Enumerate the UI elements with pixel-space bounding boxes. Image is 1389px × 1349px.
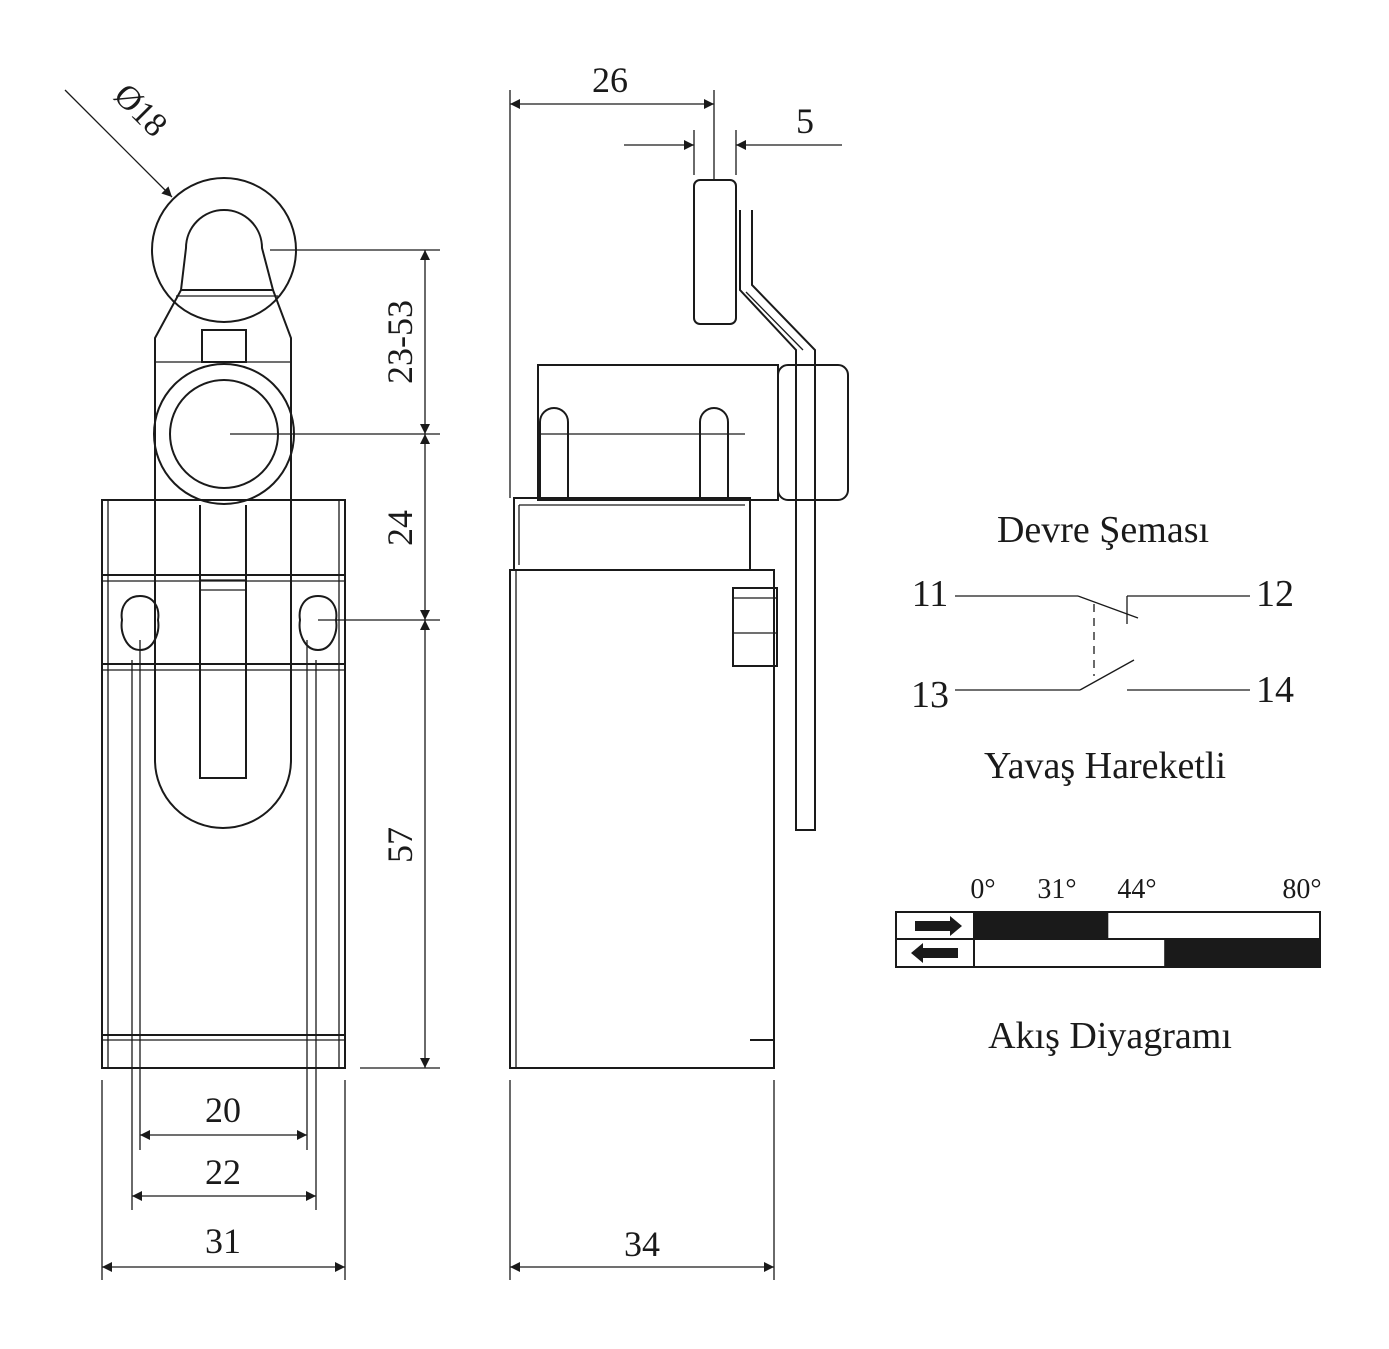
forward-contact-bar — [975, 913, 1109, 938]
forward-arrow-icon — [915, 916, 962, 936]
dimension-lines — [64, 89, 842, 1280]
front-view — [101, 177, 346, 1069]
side-lever — [739, 210, 816, 831]
housing-post-right — [699, 407, 729, 500]
flow-title: Akış Diyagramı — [988, 1015, 1232, 1057]
dim-mount-base: 57 — [380, 827, 420, 863]
dim-roller-width: 5 — [796, 101, 814, 141]
angle-80: 80° — [1282, 874, 1321, 905]
side-head — [513, 497, 751, 571]
dim-pivot-mount: 24 — [380, 510, 420, 546]
angle-0: 0° — [970, 874, 995, 905]
dim-front-width: 31 — [205, 1221, 241, 1261]
housing-post-left — [539, 407, 569, 500]
lever-arm — [154, 289, 292, 829]
lever-slot — [199, 505, 247, 779]
angle-44: 44° — [1117, 874, 1156, 905]
right-mount-slot — [298, 594, 338, 652]
terminal-13: 13 — [911, 674, 949, 716]
flow-diagram: 0° 31° 44° 80° Akış Diyagramı — [895, 874, 1322, 1057]
return-arrow-icon — [911, 943, 958, 963]
terminal-12: 12 — [1256, 573, 1294, 615]
circuit-title: Devre Şeması — [997, 509, 1209, 551]
dim-inner-holes: 20 — [205, 1090, 241, 1130]
side-bracket — [732, 587, 778, 667]
side-roller — [693, 179, 737, 325]
dim-outer-holes: 22 — [205, 1152, 241, 1192]
return-contact-bar — [1164, 940, 1319, 966]
dim-lever-range: 23-53 — [380, 300, 420, 384]
dim-side-depth: 34 — [624, 1224, 660, 1264]
dim-diameter: Ø18 — [107, 77, 175, 145]
circuit-diagram: Devre Şeması 11 12 13 14 Yavaş Hareketli — [911, 509, 1294, 787]
terminal-14: 14 — [1256, 669, 1294, 711]
roller-fork — [180, 209, 274, 291]
side-body — [509, 569, 775, 1069]
dim-roller-offset: 26 — [592, 60, 628, 100]
actuator-housing — [537, 364, 779, 501]
terminal-11: 11 — [912, 573, 949, 615]
side-view — [509, 179, 849, 1069]
action-type: Yavaş Hareketli — [984, 745, 1226, 787]
lever-clamp — [201, 329, 247, 363]
pivot-boss — [777, 364, 849, 501]
angle-31: 31° — [1037, 874, 1076, 905]
front-body — [101, 499, 346, 1069]
